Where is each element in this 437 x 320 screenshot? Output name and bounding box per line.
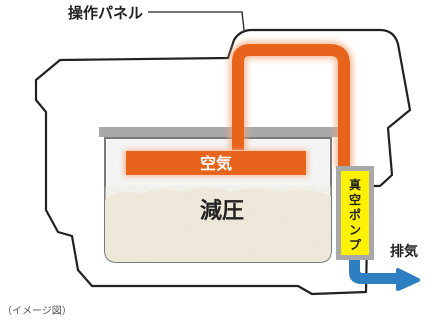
exhaust-label: 排気 [390, 243, 418, 260]
control-panel-label: 操作パネル [68, 4, 143, 22]
inner-lid [99, 127, 339, 137]
air-flow-pipe [229, 41, 353, 168]
rice-grains [105, 186, 331, 262]
svg-text:ポ: ポ [349, 207, 361, 222]
svg-text:真: 真 [349, 177, 361, 192]
vacuum-pump-label: 真 空 ポ ン プ [349, 177, 362, 252]
exhaust-arrow [349, 256, 420, 291]
svg-text:空: 空 [349, 192, 361, 207]
svg-text:ン: ン [349, 223, 361, 237]
control-panel-leader-line [148, 11, 245, 31]
svg-text:プ: プ [349, 237, 362, 252]
air-bar [126, 151, 306, 175]
depressurize-label: 減圧 [200, 199, 244, 224]
vacuum-pump [341, 171, 369, 255]
air-label: 空気 [200, 154, 232, 173]
caption: （イメージ図） [2, 305, 72, 317]
